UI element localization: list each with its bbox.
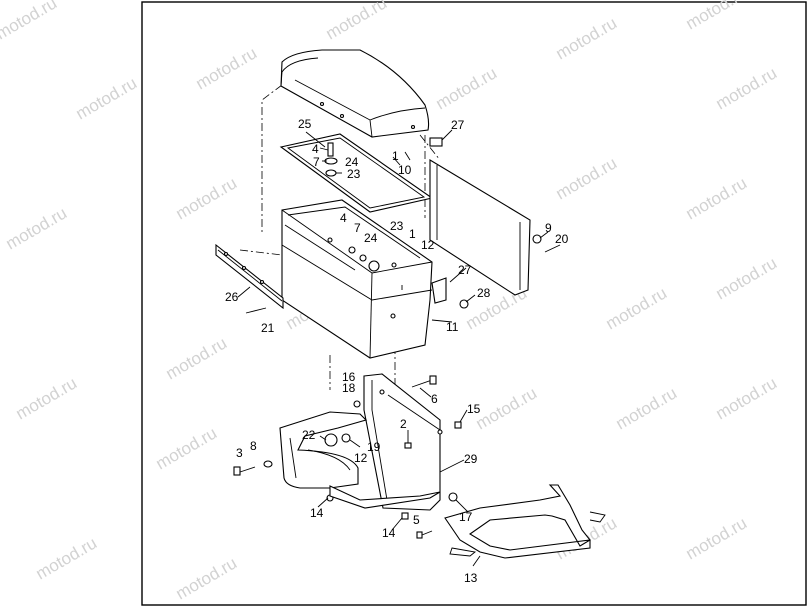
callout-1: 1: [409, 227, 416, 241]
diagram-frame: [141, 1, 807, 606]
callout-13: 13: [464, 571, 478, 585]
callout-4: 4: [340, 211, 347, 225]
bolts: [233, 375, 462, 539]
callout-10: 10: [398, 163, 412, 177]
callout-25: 25: [298, 117, 312, 131]
callout-18: 18: [342, 381, 356, 395]
callout-8: 8: [250, 439, 257, 453]
callout-29: 29: [464, 452, 478, 466]
callout-19: 19: [367, 440, 381, 454]
callout-27: 27: [451, 118, 465, 132]
callout-23: 23: [390, 219, 404, 233]
callout-21: 21: [261, 321, 275, 335]
callout-26: 26: [225, 290, 239, 304]
callout-17: 17: [459, 510, 473, 524]
callout-9: 9: [545, 221, 552, 235]
callout-4: 4: [312, 142, 319, 156]
callout-12: 12: [421, 238, 435, 252]
hinge-strip: [215, 243, 284, 310]
callout-22: 22: [302, 428, 316, 442]
callout-24: 24: [364, 231, 378, 245]
saddlebag-lid: [280, 49, 430, 138]
watermark: motod.ru: [13, 373, 81, 423]
callout-14: 14: [310, 506, 324, 520]
callout-20: 20: [555, 232, 569, 246]
callout-23: 23: [347, 167, 361, 181]
callout-7: 7: [354, 221, 361, 235]
watermark: motod.ru: [33, 533, 101, 583]
watermark: motod.ru: [3, 203, 71, 253]
callout-16: 16: [342, 370, 356, 384]
callout-28: 28: [477, 286, 491, 300]
callout-24: 24: [345, 155, 359, 169]
guard-rail: [279, 411, 441, 509]
side-hardware: [431, 234, 561, 309]
callout-14: 14: [382, 526, 396, 540]
callout-2: 2: [400, 417, 407, 431]
callout-12: 12: [354, 451, 368, 465]
watermark: motod.ru: [0, 0, 60, 43]
leader-lines: [237, 129, 549, 567]
saddlebag-body: [281, 199, 433, 359]
callout-7: 7: [313, 155, 320, 169]
callout-11: 11: [446, 320, 459, 334]
callout-6: 6: [431, 392, 438, 406]
side-panel: [429, 137, 531, 296]
lower-support-bar: [444, 484, 606, 559]
callout-labels: 1 10 25 4 7 24 23 27 4 7 23 24 1 12 9 20…: [225, 117, 569, 585]
lid-hardware: [324, 142, 411, 177]
screw-21: [245, 307, 267, 314]
watermark: motod.ru: [73, 73, 141, 123]
mounting-bracket: [353, 373, 443, 511]
callout-15: 15: [467, 402, 481, 416]
callout-1: 1: [392, 149, 399, 163]
callout-5: 5: [413, 513, 420, 527]
callout-3: 3: [236, 446, 243, 460]
callout-27: 27: [458, 263, 472, 277]
